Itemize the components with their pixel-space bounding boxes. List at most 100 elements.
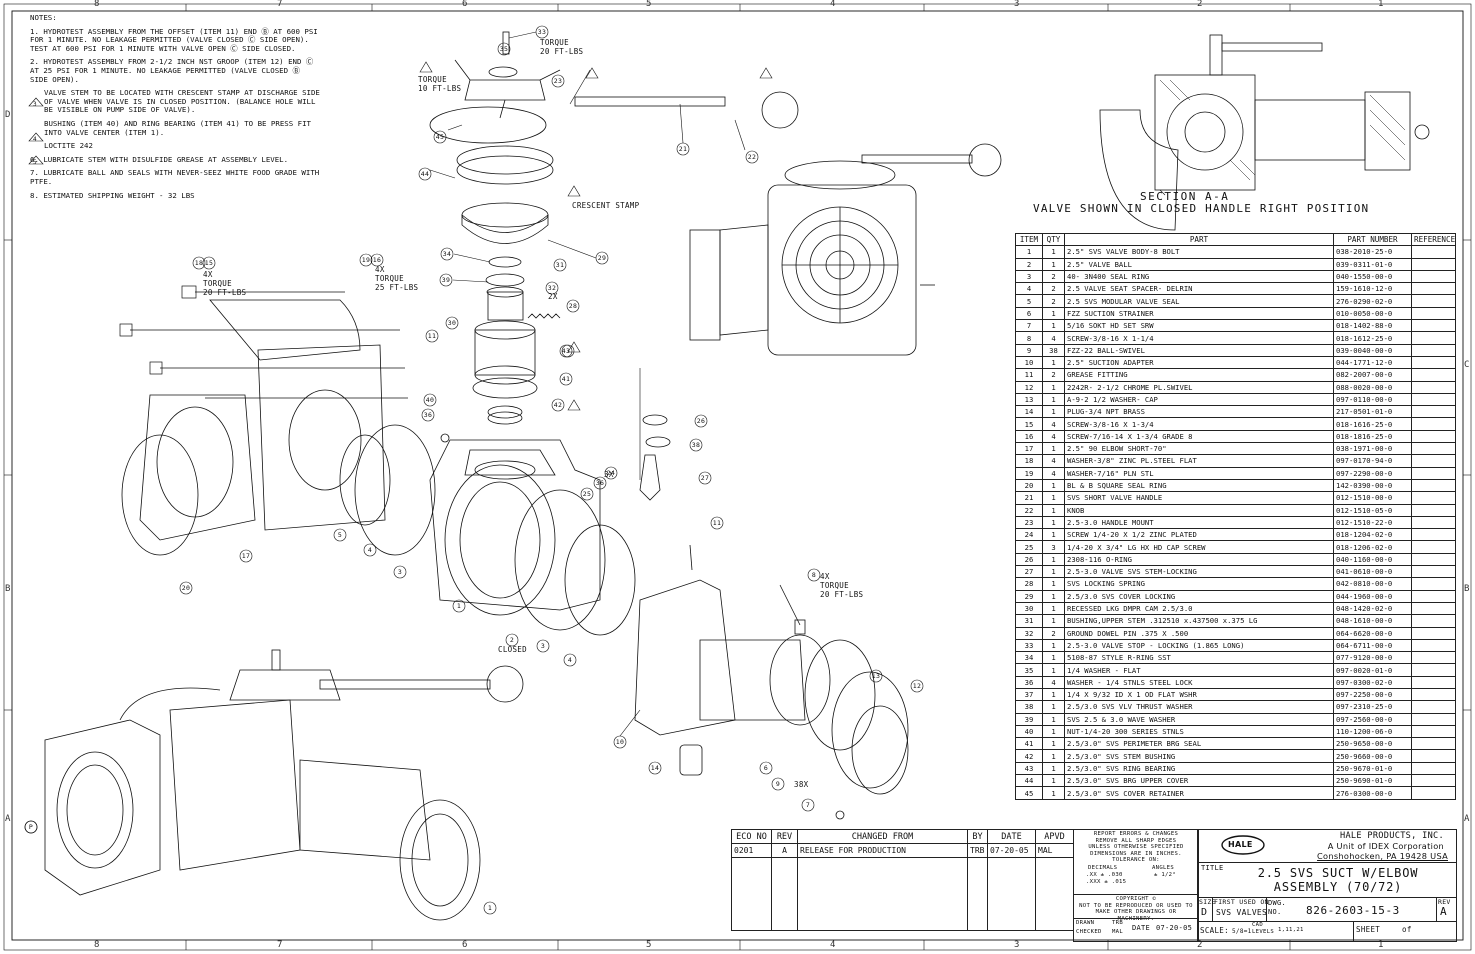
item-balloon: 22 (747, 153, 757, 161)
bom-reference (1411, 724, 1456, 739)
bom-qty: 2 (1042, 626, 1065, 640)
bom-part-number: 012-1510-00-0 (1333, 491, 1412, 505)
bom-reference (1411, 405, 1456, 419)
drawing-title-line1: 2.5 SVS SUCT W/ELBOW (1257, 866, 1419, 880)
bom-qty: 2 (1042, 368, 1065, 382)
bom-qty: 4 (1042, 417, 1065, 431)
bom-part: A-9-2 1/2 WASHER- CAP (1064, 392, 1334, 407)
zone-label: B (5, 584, 11, 594)
bom-qty: 1 (1042, 380, 1065, 394)
bom-part: 2.5 VALVE SEAT SPACER- DELRIN (1064, 282, 1334, 296)
item-balloon: 12 (912, 682, 922, 690)
bom-part: 2.5" VALVE BALL (1064, 257, 1334, 271)
bom-qty: 1 (1042, 786, 1065, 800)
cad-levels-value: 1,11,21 (1278, 927, 1304, 933)
bom-part: 2.5/3.0" SVS BRG UPPER COVER (1064, 774, 1334, 788)
bom-part-number: 064-6620-00-0 (1333, 626, 1412, 640)
section-subtitle: VALVE SHOWN IN CLOSED HANDLE RIGHT POSIT… (1033, 202, 1370, 215)
decimals-label: DECIMALS (1088, 865, 1118, 871)
bom-reference (1411, 786, 1456, 800)
bom-reference (1411, 319, 1456, 333)
bom-reference (1411, 651, 1456, 665)
bom-part-number: 250-9660-00-0 (1333, 749, 1412, 763)
bom-part-number: 018-1206-02-0 (1333, 540, 1412, 554)
scale-label: SCALE: (1200, 926, 1229, 935)
bom-qty: 1 (1042, 577, 1065, 591)
zone-label: 6 (462, 940, 468, 950)
bom-item: 28 (1015, 577, 1043, 591)
bom-item: 41 (1015, 737, 1043, 751)
rev-eco: 0201 (731, 843, 772, 858)
rev-header-by: BY (967, 829, 988, 844)
bom-qty: 1 (1042, 355, 1065, 370)
decimals-value: .XX ± .030 .XXX ± .015 (1086, 872, 1127, 885)
bom-part-number: 250-9650-00-0 (1333, 737, 1412, 751)
bom-item: 3 (1015, 269, 1043, 284)
zone-label: 8 (94, 0, 100, 9)
bom-item: 21 (1015, 491, 1043, 505)
bom-part-number: 012-1510-05-0 (1333, 503, 1412, 517)
bom-header-reference: REFERENCE (1411, 232, 1456, 247)
zone-label: 8 (94, 940, 100, 950)
bom-reference (1411, 245, 1456, 259)
bom-reference (1411, 478, 1456, 493)
bom-part: SCREW-3/8-16 X 1-1/4 (1064, 331, 1334, 345)
bom-reference (1411, 601, 1456, 616)
bom-part-number: 039-0040-00-0 (1333, 343, 1412, 357)
item-balloon: 34 (442, 250, 452, 258)
bom-reference (1411, 257, 1456, 271)
zone-label: 6 (462, 0, 468, 9)
torque-callout: 4X TORQUE 25 FT-LBS (375, 265, 419, 292)
torque-callout: TORQUE 10 FT-LBS (418, 75, 462, 93)
zone-label: A (1464, 814, 1470, 824)
bom-item: 33 (1015, 638, 1043, 653)
bom-qty: 1 (1042, 478, 1065, 493)
item-balloon: 26 (696, 417, 706, 425)
bom-item: 1 (1015, 245, 1043, 259)
item-balloon: 7 (805, 801, 811, 809)
bom-part-number: 097-2250-00-0 (1333, 687, 1412, 702)
note-1: 1. HYDROTEST ASSEMBLY FROM THE OFFSET (I… (30, 26, 318, 53)
bom-reference (1411, 774, 1456, 788)
bom-item: 18 (1015, 454, 1043, 468)
bom-part-number: 018-1612-25-0 (1333, 331, 1412, 345)
bom-item: 36 (1015, 675, 1043, 689)
bom-header-part: PART (1064, 232, 1334, 247)
bom-part-number: 217-0501-01-0 (1333, 405, 1412, 419)
bom-item: 37 (1015, 687, 1043, 702)
zone-label: 7 (277, 0, 283, 9)
date-label: DATE (1132, 924, 1151, 932)
bom-qty: 1 (1042, 515, 1065, 530)
zone-label: A (5, 814, 11, 824)
bom-part: SVS 2.5 & 3.0 WAVE WASHER (1064, 712, 1334, 726)
bom-header-qty: QTY (1042, 232, 1065, 247)
item-balloon: 32 (547, 284, 557, 292)
bom-reference (1411, 282, 1456, 296)
bom-part-number: 018-1616-25-0 (1333, 417, 1412, 431)
rev-value: A (1440, 905, 1447, 918)
bom-item: 43 (1015, 761, 1043, 776)
bom-part-number: 018-1204-02-0 (1333, 528, 1412, 542)
zone-label: B (1464, 584, 1470, 594)
bom-item: 24 (1015, 528, 1043, 542)
bom-part-number: 038-2010-25-0 (1333, 245, 1412, 259)
zone-label: D (5, 110, 11, 120)
drawing-title-line2: ASSEMBLY (70/72) (1273, 880, 1403, 894)
bom-qty: 1 (1042, 737, 1065, 751)
bom-reference (1411, 355, 1456, 370)
rev-header-rev: REV (771, 829, 798, 844)
item-balloon: 11 (427, 332, 437, 340)
